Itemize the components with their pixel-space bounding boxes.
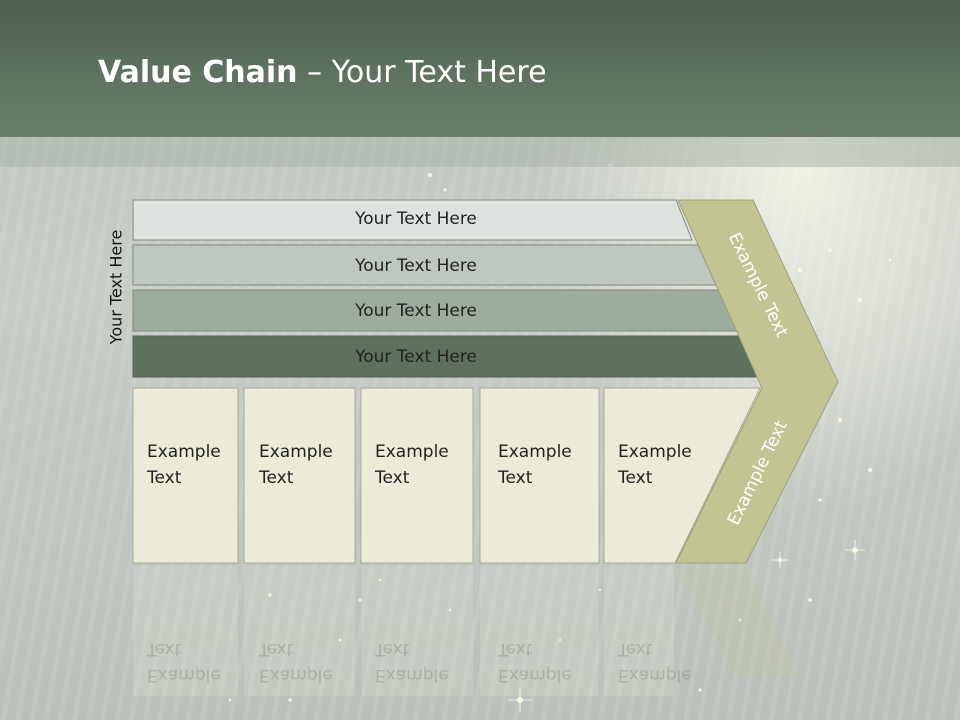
cell-5-shape <box>603 387 761 564</box>
cell-5-line2: Text <box>618 468 653 488</box>
header-band <box>0 137 960 167</box>
cell-2-line2: Text <box>259 468 294 488</box>
slide-title: Value Chain – Your Text Here <box>98 55 547 90</box>
cell-4-label: Example Text <box>498 439 572 491</box>
cell-3-label: Example Text <box>375 439 449 491</box>
bar-1-shape <box>132 199 693 241</box>
cell-5-reflection-line2: Text <box>618 639 653 659</box>
cell-5-reflection <box>604 566 674 696</box>
cell-3-shape <box>360 387 474 564</box>
cell-2-reflection-line1: Example <box>259 665 333 685</box>
cell-3-reflection-line2: Text <box>375 639 410 659</box>
chevron-reflection <box>676 566 800 676</box>
cell-1-label: Example Text <box>147 439 221 491</box>
cell-1-reflection <box>133 566 238 696</box>
bar-3-label: Your Text Here <box>355 301 477 321</box>
chevron-shape <box>675 199 839 564</box>
cell-4-line2: Text <box>498 468 533 488</box>
cell-3-line2: Text <box>375 468 410 488</box>
cell-2-reflection <box>244 566 355 696</box>
cell-3-reflection <box>361 566 473 696</box>
cell-5-reflection-label: Example Text <box>618 636 692 688</box>
cell-1-reflection-label: Example Text <box>147 636 221 688</box>
cell-5-reflection-line1: Example <box>618 665 692 685</box>
cell-5-label: Example Text <box>618 439 692 491</box>
cell-3-line1: Example <box>375 442 449 462</box>
header-bar <box>0 0 960 137</box>
cell-1-line2: Text <box>147 468 182 488</box>
title-bold: Value Chain <box>98 55 298 90</box>
bar-2-label: Your Text Here <box>355 256 477 276</box>
cell-4-shape <box>479 387 600 564</box>
cell-1-reflection-line1: Example <box>147 665 221 685</box>
cell-2-reflection-label: Example Text <box>259 636 333 688</box>
cell-1-line1: Example <box>147 442 221 462</box>
cell-2-shape <box>243 387 356 564</box>
cell-2-label: Example Text <box>259 439 333 491</box>
title-rest: – Your Text Here <box>297 55 547 90</box>
cell-4-reflection-line1: Example <box>498 665 572 685</box>
cell-4-reflection-label: Example Text <box>498 636 572 688</box>
cell-3-reflection-label: Example Text <box>375 636 449 688</box>
bar-4-label: Your Text Here <box>355 347 477 367</box>
cell-4-reflection-line2: Text <box>498 639 533 659</box>
cell-2-line1: Example <box>259 442 333 462</box>
cell-2-reflection-line2: Text <box>259 639 294 659</box>
cell-5-line1: Example <box>618 442 692 462</box>
cell-4-line1: Example <box>498 442 572 462</box>
bar-1-label: Your Text Here <box>355 209 477 229</box>
cell-3-reflection-line1: Example <box>375 665 449 685</box>
cell-1-shape <box>132 387 239 564</box>
cell-1-reflection-line2: Text <box>147 639 182 659</box>
cell-4-reflection <box>480 566 599 696</box>
